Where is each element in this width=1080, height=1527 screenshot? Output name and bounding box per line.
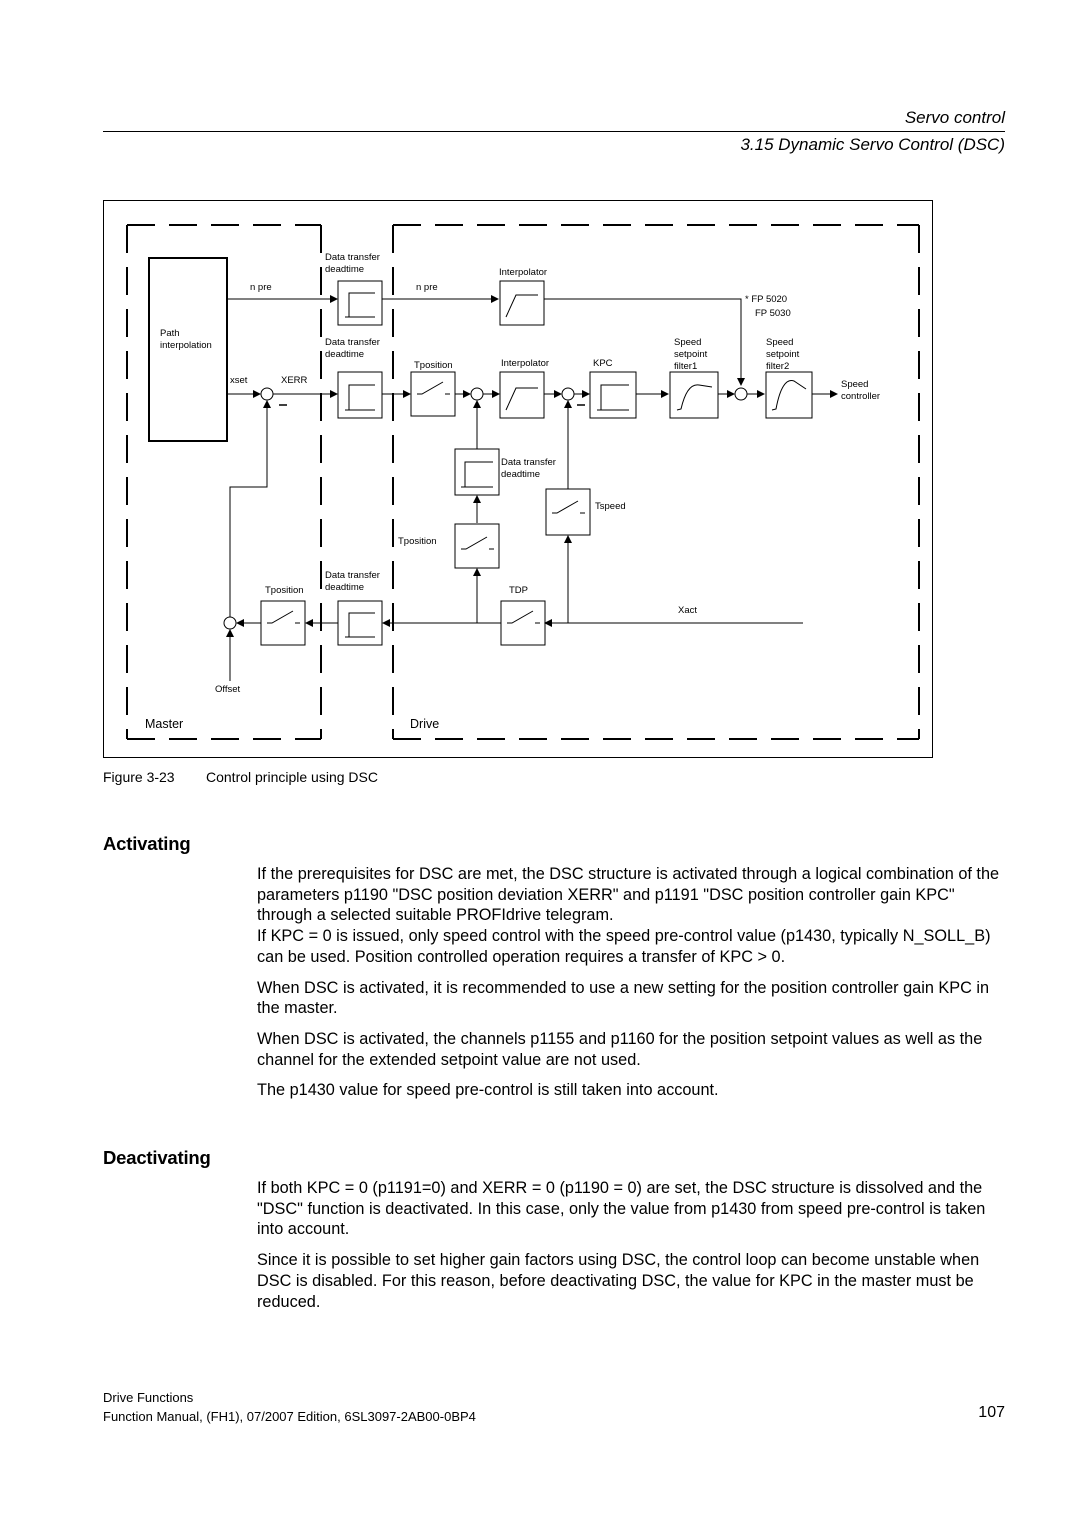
- kpc-label: KPC: [593, 358, 613, 369]
- deadtime-top-label-1: Data transfer: [325, 252, 380, 263]
- deadtime-block-drive: [454, 448, 500, 496]
- activating-paragraph-2: When DSC is activated, it is recommended…: [257, 978, 990, 1018]
- path-interpolation-block: [148, 257, 228, 442]
- tposition-mid-label: Tposition: [414, 360, 453, 371]
- header-chapter: Servo control: [904, 108, 1005, 127]
- deadtime-block-bottom: [337, 600, 383, 646]
- deactivating-paragraph-2: Since it is possible to set higher gain …: [257, 1251, 980, 1311]
- footer-line-2: Function Manual, (FH1), 07/2007 Edition,…: [103, 1409, 476, 1424]
- activating-paragraph-1b: If KPC = 0 is issued, only speed control…: [257, 927, 991, 966]
- xact-label: Xact: [678, 605, 697, 616]
- interpolator-block-top: [499, 280, 545, 326]
- heading-deactivating: Deactivating: [103, 1147, 211, 1168]
- speed-controller-label-2: controller: [841, 391, 880, 402]
- tdp-label: TDP: [509, 585, 528, 596]
- deadtime-block-top: [337, 280, 383, 326]
- deadtime-block-mid: [337, 371, 383, 419]
- deadtime-bottom-label-2: deadtime: [325, 582, 364, 593]
- deadtime-mid-label-1: Data transfer: [325, 337, 380, 348]
- heading-activating: Activating: [103, 833, 191, 854]
- n-pre-master-label: n pre: [250, 282, 272, 293]
- speed-controller-label-1: Speed: [841, 379, 868, 390]
- speed-filter2-label-1: Speed: [766, 337, 793, 348]
- interpolator-mid-label: Interpolator: [501, 358, 549, 369]
- n-pre-drive-label: n pre: [416, 282, 438, 293]
- figure-caption: Figure 3-23 Control principle using DSC: [103, 769, 378, 785]
- speed-setpoint-filter2-block: [765, 371, 813, 419]
- sum-junction-speed: [734, 387, 748, 401]
- header-section: 3.15 Dynamic Servo Control (DSC): [740, 135, 1005, 154]
- sum-junction-xerr: [260, 387, 274, 401]
- activating-paragraph-4: The p1430 value for speed pre-control is…: [257, 1081, 719, 1100]
- master-region-border: [126, 224, 322, 740]
- speed-filter1-label-2: setpoint: [674, 349, 708, 360]
- offset-label: Offset: [215, 684, 241, 695]
- sum-junction-drive-1: [470, 387, 484, 401]
- dsc-block-diagram: Path interpolation n pre Data transfer d…: [126, 224, 920, 740]
- header-rule: [103, 131, 1005, 132]
- footer-line-1: Drive Functions: [103, 1390, 194, 1405]
- deadtime-drive-label-2: deadtime: [501, 469, 540, 480]
- deadtime-bottom-label-1: Data transfer: [325, 570, 380, 581]
- tposition-drive-label: Tposition: [398, 536, 437, 547]
- figure-caption-text: Control principle using DSC: [206, 769, 378, 785]
- deactivating-paragraph-1: If both KPC = 0 (p1191=0) and XERR = 0 (…: [257, 1179, 986, 1239]
- sampler-block-tspeed: [545, 488, 591, 536]
- speed-filter2-label-2: setpoint: [766, 349, 800, 360]
- path-interpolation-label-1: Path: [160, 328, 180, 339]
- speed-filter1-label-1: Speed: [674, 337, 701, 348]
- deadtime-top-label-2: deadtime: [325, 264, 364, 275]
- activating-body: If the prerequisites for DSC are met, th…: [257, 864, 1009, 1111]
- fp-label-1: * FP 5020: [745, 294, 787, 305]
- activating-paragraph-1: If the prerequisites for DSC are met, th…: [257, 865, 1000, 925]
- figure-caption-number: Figure 3-23: [103, 769, 175, 785]
- sum-junction-drive-2: [561, 387, 575, 401]
- speed-filter2-label-3: filter2: [766, 361, 789, 372]
- sampler-block-tposition-drive: [454, 523, 500, 569]
- figure-frame: Path interpolation n pre Data transfer d…: [103, 200, 933, 758]
- deadtime-drive-label-1: Data transfer: [501, 457, 556, 468]
- path-interpolation-label-2: interpolation: [160, 340, 212, 351]
- master-label: Master: [145, 717, 183, 731]
- activating-paragraph-3: When DSC is activated, the channels p115…: [257, 1029, 983, 1069]
- tposition-master-label: Tposition: [265, 585, 304, 596]
- footer-left: Drive Functions Function Manual, (FH1), …: [103, 1388, 476, 1426]
- page-number: 107: [978, 1404, 1005, 1421]
- xset-label: xset: [230, 375, 248, 386]
- interpolator-block-mid: [499, 371, 545, 419]
- drive-region-border: [392, 224, 920, 740]
- speed-setpoint-filter1-block: [669, 371, 719, 419]
- speed-filter1-label-3: filter1: [674, 361, 697, 372]
- interpolator-top-label: Interpolator: [499, 267, 547, 278]
- deadtime-mid-label-2: deadtime: [325, 349, 364, 360]
- sum-junction-offset: [223, 616, 237, 630]
- xerr-label: XERR: [281, 375, 308, 386]
- drive-label: Drive: [410, 717, 439, 731]
- fp-label-2: FP 5030: [755, 308, 791, 319]
- tspeed-label: Tspeed: [595, 501, 626, 512]
- kpc-block: [589, 371, 637, 419]
- deactivating-body: If both KPC = 0 (p1191=0) and XERR = 0 (…: [257, 1178, 1009, 1322]
